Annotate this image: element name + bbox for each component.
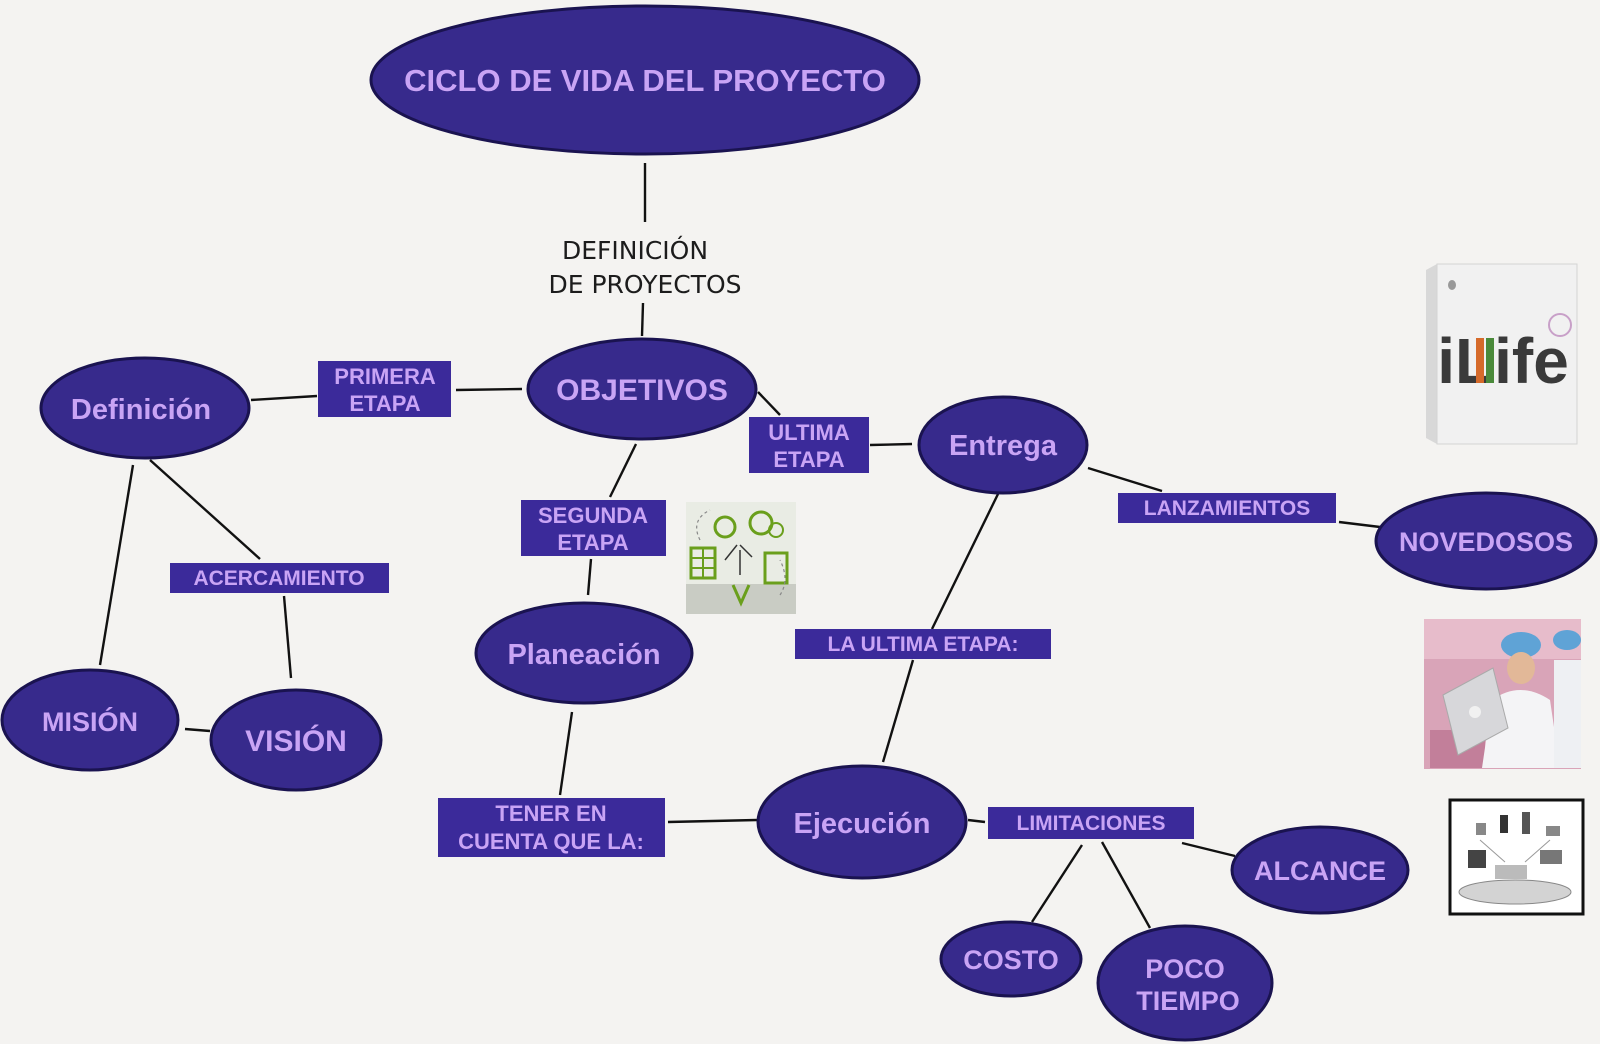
edge-mision-vision	[184, 727, 211, 733]
edge-caption-objetivos	[640, 302, 645, 337]
node-ejecucion: Ejecución	[756, 764, 968, 880]
node-mision: MISIÓN	[0, 668, 180, 772]
edge-limitaciones-poco	[1100, 841, 1152, 929]
ilife-box-text: iLife	[1437, 325, 1569, 397]
node-alcance: ALCANCE	[1230, 825, 1410, 915]
edge-laultima-ejecucion	[881, 659, 915, 763]
node-planeacion: Planeación	[474, 601, 694, 705]
node-vision: VISIÓN	[209, 688, 383, 792]
edge-ejecucion-limitaciones	[967, 818, 986, 824]
label-primera-line2: ETAPA	[349, 391, 420, 416]
edge-limitaciones-costo	[1030, 844, 1084, 923]
title-text: CICLO DE VIDA DEL PROYECTO	[404, 63, 886, 98]
node-poco-tiempo: POCO TIEMPO	[1096, 924, 1274, 1042]
edge-primera-definicion	[250, 394, 318, 402]
factory-workers-photo	[1424, 619, 1581, 769]
node-poco-tiempo-line1: POCO	[1145, 954, 1225, 984]
edge-planeacion-tener	[558, 711, 574, 796]
device-ecosystem-diagram	[1448, 798, 1585, 916]
label-la-ultima-etapa: LA ULTIMA ETAPA:	[795, 629, 1051, 659]
node-costo-label: COSTO	[963, 945, 1059, 975]
label-tener-line2: CUENTA QUE LA:	[458, 829, 644, 854]
planning-sketch-icon	[686, 502, 796, 614]
node-alcance-label: ALCANCE	[1254, 856, 1386, 886]
node-objetivos-label: OBJETIVOS	[556, 374, 728, 407]
connector-lines	[98, 163, 1381, 929]
label-acercamiento-text: ACERCAMIENTO	[193, 567, 364, 590]
edge-definicion-acercamiento	[149, 459, 261, 560]
label-ultima-line2: ETAPA	[773, 447, 844, 472]
edge-tener-ejecucion	[667, 818, 758, 824]
node-planeacion-label: Planeación	[507, 639, 660, 671]
edge-limitaciones-alcance	[1181, 841, 1236, 858]
label-limitaciones-text: LIMITACIONES	[1017, 812, 1166, 835]
label-primera-etapa: PRIMERA ETAPA	[318, 361, 451, 417]
node-novedosos: NOVEDOSOS	[1374, 491, 1598, 591]
edge-lanzamientos-novedosos	[1338, 520, 1381, 529]
node-costo: COSTO	[939, 920, 1083, 998]
edge-entrega-lanzamientos	[1087, 466, 1163, 493]
node-poco-tiempo-line2: TIEMPO	[1136, 986, 1240, 1016]
edge-objetivos-segunda	[608, 443, 638, 498]
label-ultima-etapa: ULTIMA ETAPA	[749, 417, 869, 473]
label-tener-line1: TENER EN	[495, 801, 606, 826]
node-ejecucion-label: Ejecución	[794, 808, 931, 840]
label-lanzamientos-text: LANZAMIENTOS	[1144, 497, 1310, 520]
label-segunda-line2: ETAPA	[557, 530, 628, 555]
caption-line-2: DE PROYECTOS	[548, 270, 741, 299]
label-segunda-line1: SEGUNDA	[538, 503, 648, 528]
edge-objetivos-primera	[455, 387, 523, 392]
label-la-ultima-text: LA ULTIMA ETAPA:	[828, 633, 1019, 656]
label-tener-en-cuenta: TENER EN CUENTA QUE LA:	[438, 798, 665, 857]
node-definicion-label: Definición	[71, 394, 211, 426]
edge-entrega-laultima	[930, 493, 1000, 630]
node-entrega: Entrega	[917, 395, 1089, 495]
label-acercamiento: ACERCAMIENTO	[170, 563, 389, 593]
label-ultima-line1: ULTIMA	[768, 420, 850, 445]
edge-segunda-planeacion	[586, 558, 593, 596]
edge-acercamiento-vision	[282, 595, 293, 679]
node-vision-label: VISIÓN	[245, 724, 347, 758]
ilife-box-image: iLife	[1426, 263, 1578, 445]
edge-definicion-mision	[98, 464, 135, 666]
caption-line-1: DEFINICIÓN	[562, 235, 708, 265]
edge-objetivos-ultima	[757, 391, 781, 416]
node-mision-label: MISIÓN	[42, 706, 138, 737]
definition-caption: DEFINICIÓN DE PROYECTOS	[548, 235, 741, 299]
edge-ultima-entrega	[869, 442, 913, 447]
label-limitaciones: LIMITACIONES	[988, 807, 1194, 839]
node-novedosos-label: NOVEDOSOS	[1399, 527, 1573, 557]
title-node: CICLO DE VIDA DEL PROYECTO	[369, 4, 921, 156]
node-definicion: Definición	[39, 356, 251, 460]
node-entrega-label: Entrega	[949, 430, 1058, 462]
label-primera-line1: PRIMERA	[334, 364, 436, 389]
label-lanzamientos: LANZAMIENTOS	[1118, 493, 1336, 523]
label-segunda-etapa: SEGUNDA ETAPA	[521, 500, 666, 556]
node-objetivos: OBJETIVOS	[526, 337, 758, 441]
